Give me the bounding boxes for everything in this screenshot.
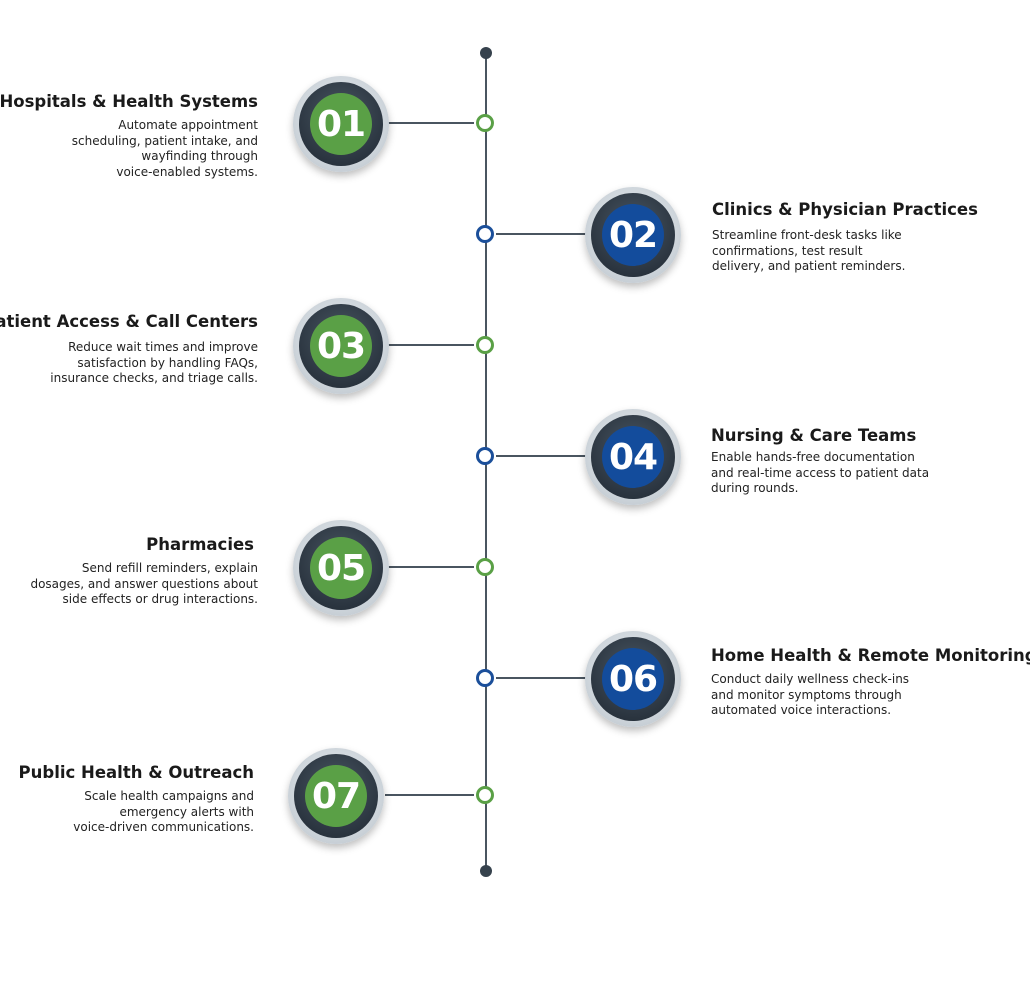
badge-04: 04 (585, 409, 681, 505)
badge-number-03: 03 (310, 315, 372, 377)
connector-03 (388, 344, 474, 346)
badge-number-01: 01 (310, 93, 372, 155)
item-title-05: Pharmacies (146, 535, 254, 554)
connector-05 (388, 566, 474, 568)
item-description-04: Enable hands-free documentation and real… (711, 450, 930, 495)
connector-06 (496, 677, 586, 679)
item-title-01: Hospitals & Health Systems (0, 92, 258, 111)
item-title-07: Public Health & Outreach (18, 763, 254, 782)
timeline-node-01 (476, 114, 494, 132)
badge-01: 01 (293, 76, 389, 172)
item-description-05: Send refill reminders, explain dosages, … (30, 561, 258, 606)
timeline-node-05 (476, 558, 494, 576)
connector-01 (388, 122, 474, 124)
connector-04 (496, 455, 586, 457)
item-title-02: Clinics & Physician Practices (712, 200, 978, 219)
item-title-03: Patient Access & Call Centers (0, 312, 258, 331)
connector-07 (385, 794, 474, 796)
item-title-04: Nursing & Care Teams (711, 426, 917, 445)
badge-07: 07 (288, 748, 384, 844)
badge-number-05: 05 (310, 537, 372, 599)
timeline-node-06 (476, 669, 494, 687)
badge-number-07: 07 (305, 765, 367, 827)
timeline-start-dot (480, 47, 492, 59)
item-description-07: Scale health campaigns and emergency ale… (73, 789, 254, 834)
badge-03: 03 (293, 298, 389, 394)
timeline-node-07 (476, 786, 494, 804)
timeline-node-04 (476, 447, 494, 465)
item-description-06: Conduct daily wellness check-ins and mon… (711, 672, 910, 717)
item-description-02: Streamline front-desk tasks like confirm… (712, 228, 906, 273)
item-description-01: Automate appointment scheduling, patient… (71, 118, 258, 179)
timeline-node-03 (476, 336, 494, 354)
badge-05: 05 (293, 520, 389, 616)
item-title-06: Home Health & Remote Monitoring (711, 646, 1030, 665)
badge-number-06: 06 (602, 648, 664, 710)
badge-number-02: 02 (602, 204, 664, 266)
item-description-03: Reduce wait times and improve satisfacti… (50, 340, 258, 385)
connector-02 (496, 233, 586, 235)
timeline-node-02 (476, 225, 494, 243)
badge-02: 02 (585, 187, 681, 283)
badge-06: 06 (585, 631, 681, 727)
badge-number-04: 04 (602, 426, 664, 488)
timeline-end-dot (480, 865, 492, 877)
